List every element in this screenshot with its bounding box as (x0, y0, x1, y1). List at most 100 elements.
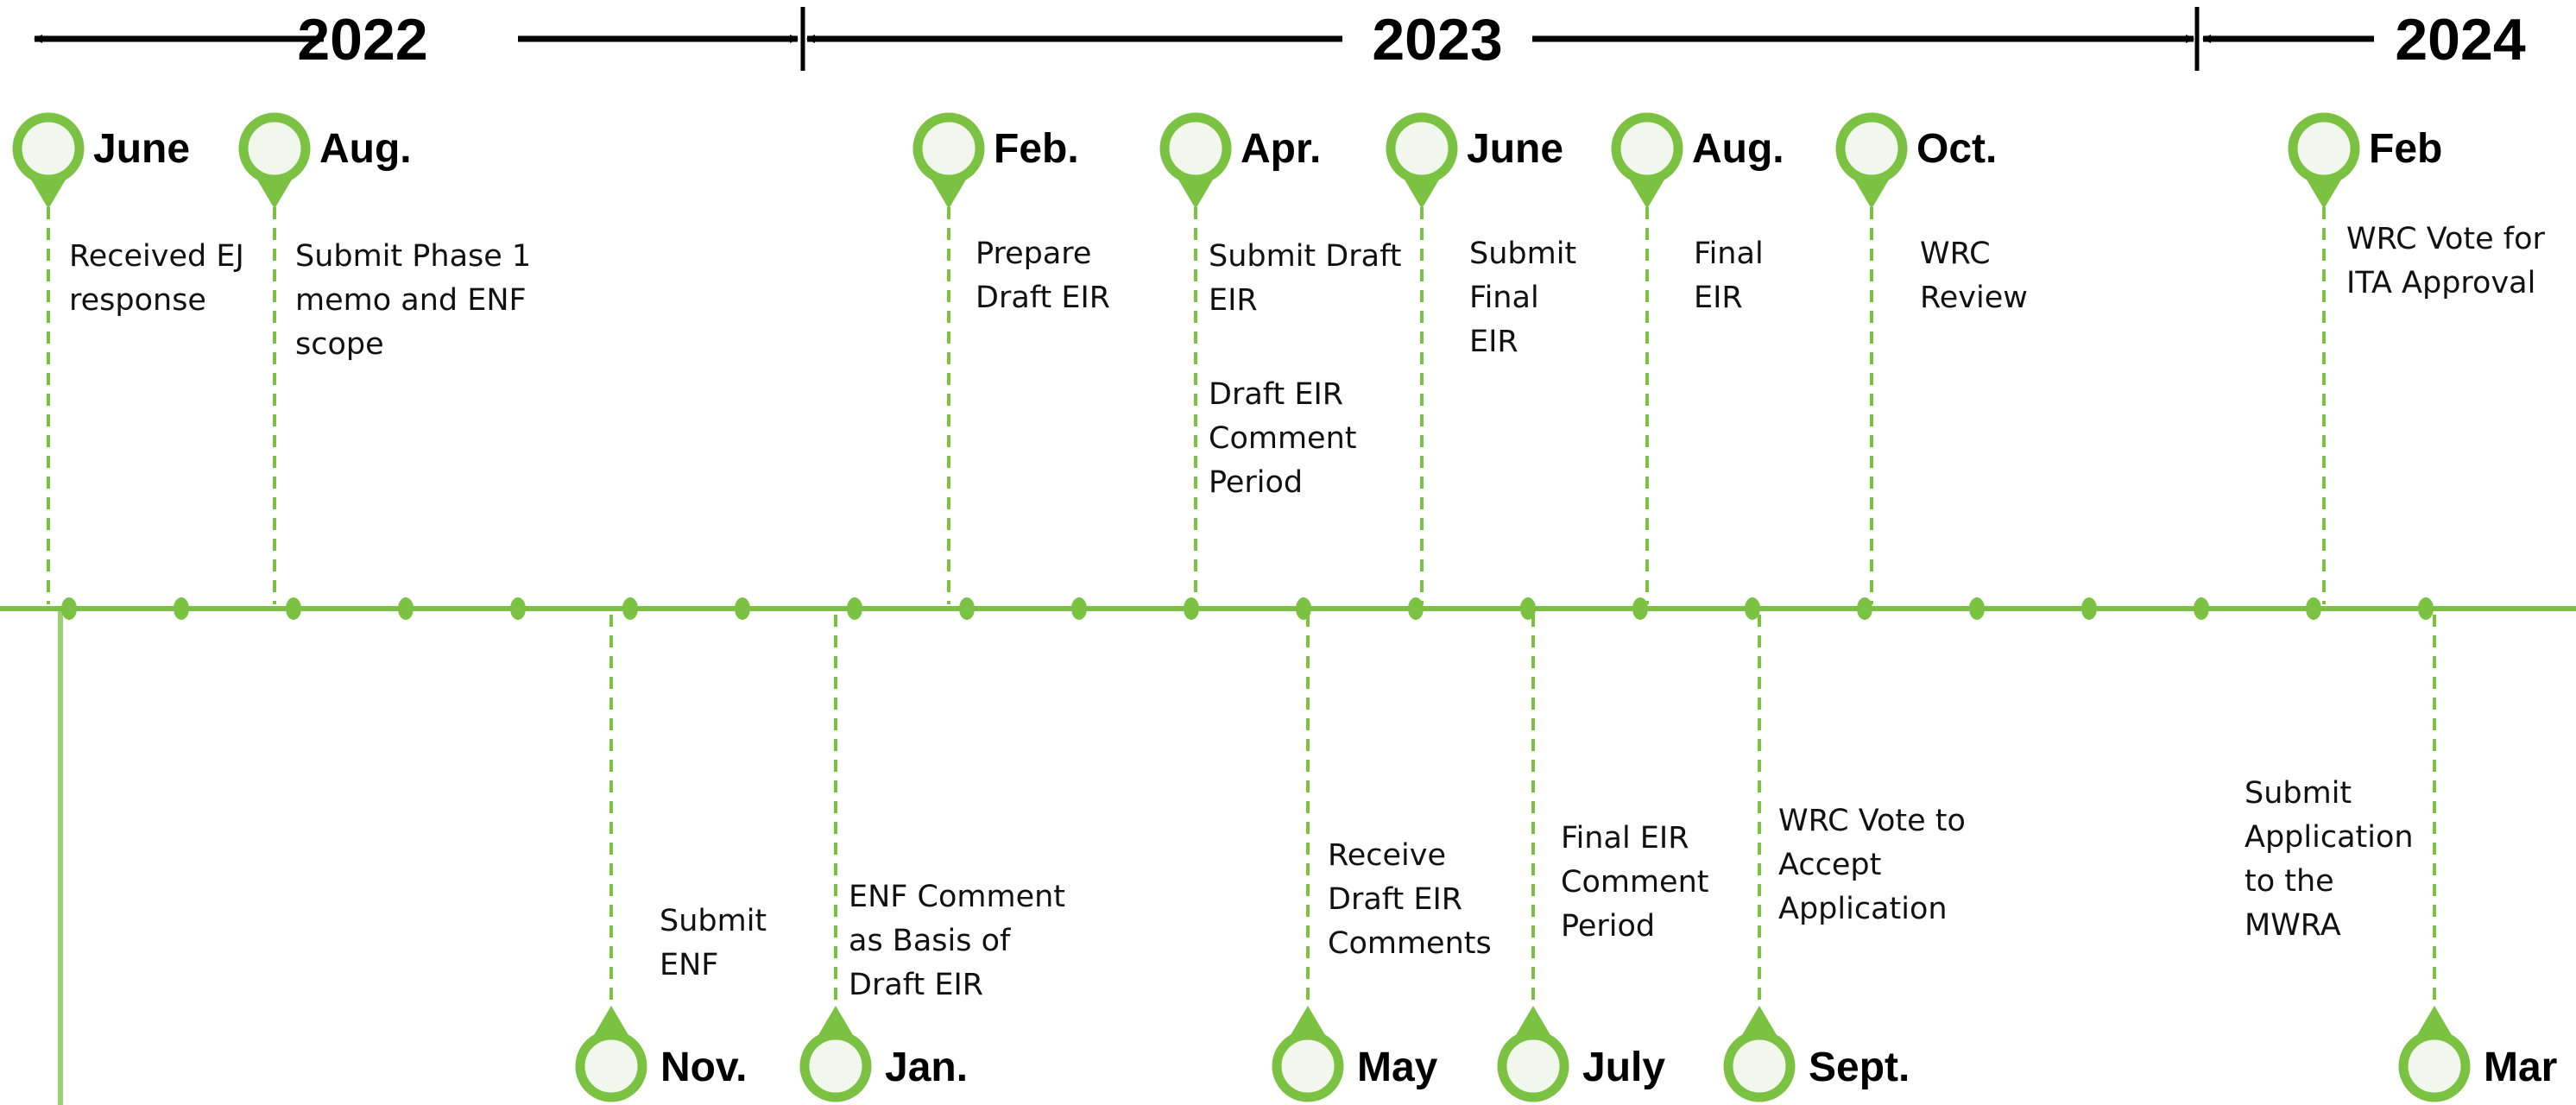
event-description: Submit (2245, 776, 2352, 811)
month-tick (1745, 597, 1760, 620)
event-description: Period (1209, 465, 1303, 500)
event-description: WRC Vote to (1778, 804, 1966, 838)
month-label: Aug. (319, 126, 412, 172)
event-description: memo and ENF (295, 283, 527, 318)
event-description: ENF (660, 948, 718, 982)
map-pin-icon (799, 1006, 872, 1102)
month-tick (1071, 597, 1087, 620)
month-label: Aug. (1692, 126, 1784, 172)
event-description: Period (1561, 909, 1655, 944)
map-pin-icon (12, 112, 85, 209)
event-description: Final (1694, 237, 1764, 271)
month-label: May (1357, 1045, 1438, 1090)
map-pin-icon (1386, 112, 1458, 209)
map-pin-icon (575, 1006, 647, 1102)
month-tick (398, 597, 414, 620)
month-tick (61, 597, 77, 620)
event-description: Comment (1561, 865, 1708, 900)
month-tick (2418, 597, 2434, 620)
month-tick (1296, 597, 1311, 620)
map-pin-icon (1835, 112, 1908, 209)
event-top: Aug. Submit Phase 1 memo and ENF scope (238, 112, 531, 604)
event-description: Draft EIR (1209, 377, 1343, 412)
event-description: Application (2245, 820, 2414, 855)
event-description: Draft EIR (849, 968, 983, 1002)
event-description: MWRA (2245, 908, 2341, 943)
month-tick (1632, 597, 1648, 620)
month-label: Nov. (660, 1045, 747, 1090)
year-label: 2024 (2395, 7, 2525, 73)
event-description: Receive (1328, 838, 1446, 873)
month-tick (174, 597, 189, 620)
month-label: June (93, 126, 190, 172)
map-pin-icon (1497, 1006, 1569, 1102)
event-description: WRC Vote for (2346, 222, 2546, 256)
month-tick (2306, 597, 2321, 620)
event-description: Submit Phase 1 (295, 239, 531, 274)
month-label: Feb (2369, 126, 2442, 172)
event-description: scope (295, 327, 384, 362)
month-tick (622, 597, 638, 620)
month-label: July (1582, 1045, 1665, 1090)
map-pin-icon (2288, 112, 2360, 209)
year-label: 2022 (297, 7, 427, 73)
event-description: ITA Approval (2346, 266, 2535, 300)
event-description: Submit (1469, 237, 1576, 271)
month-tick (286, 597, 301, 620)
month-tick (847, 597, 862, 620)
event-description: Comments (1328, 926, 1492, 961)
event-description: Comment (1209, 421, 1356, 456)
month-tick (1520, 597, 1536, 620)
event-description: Submit (660, 904, 767, 938)
month-tick (959, 597, 975, 620)
month-label: Feb. (994, 126, 1079, 172)
event-description: Received EJ (69, 239, 244, 274)
month-tick (2194, 597, 2209, 620)
map-pin-icon (1723, 1006, 1796, 1102)
event-description: Final EIR (1561, 821, 1689, 856)
month-label: Oct. (1916, 126, 1997, 172)
month-label: Jan. (885, 1045, 968, 1090)
year-label: 2023 (1372, 7, 1502, 73)
event-description: Prepare (975, 237, 1091, 271)
month-tick (2081, 597, 2097, 620)
event-description: EIR (1469, 325, 1518, 359)
month-label: Apr. (1241, 126, 1321, 172)
event-description: Final (1469, 281, 1539, 315)
event-description: Application (1778, 892, 1948, 926)
month-label: June (1467, 126, 1563, 172)
event-description: Draft EIR (1328, 882, 1462, 917)
month-tick (510, 597, 526, 620)
month-tick (1184, 597, 1199, 620)
event-description: EIR (1694, 281, 1743, 315)
month-tick (1408, 597, 1424, 620)
year-header: 2022 2023 2024 (34, 7, 2526, 73)
month-tick (1857, 597, 1872, 620)
event-description: ENF Comment (849, 880, 1065, 914)
map-pin-icon (1159, 112, 1232, 209)
event-description: Accept (1778, 848, 1881, 882)
month-label: Mar (2484, 1045, 2557, 1090)
map-pin-icon (238, 112, 311, 209)
event-description: Draft EIR (975, 281, 1110, 315)
event-description: WRC (1920, 237, 1991, 271)
event-description: EIR (1209, 283, 1258, 318)
timeline-axis (0, 597, 2576, 1105)
event-description: to the (2245, 864, 2334, 899)
event-description: response (69, 283, 206, 318)
map-pin-icon (912, 112, 985, 209)
